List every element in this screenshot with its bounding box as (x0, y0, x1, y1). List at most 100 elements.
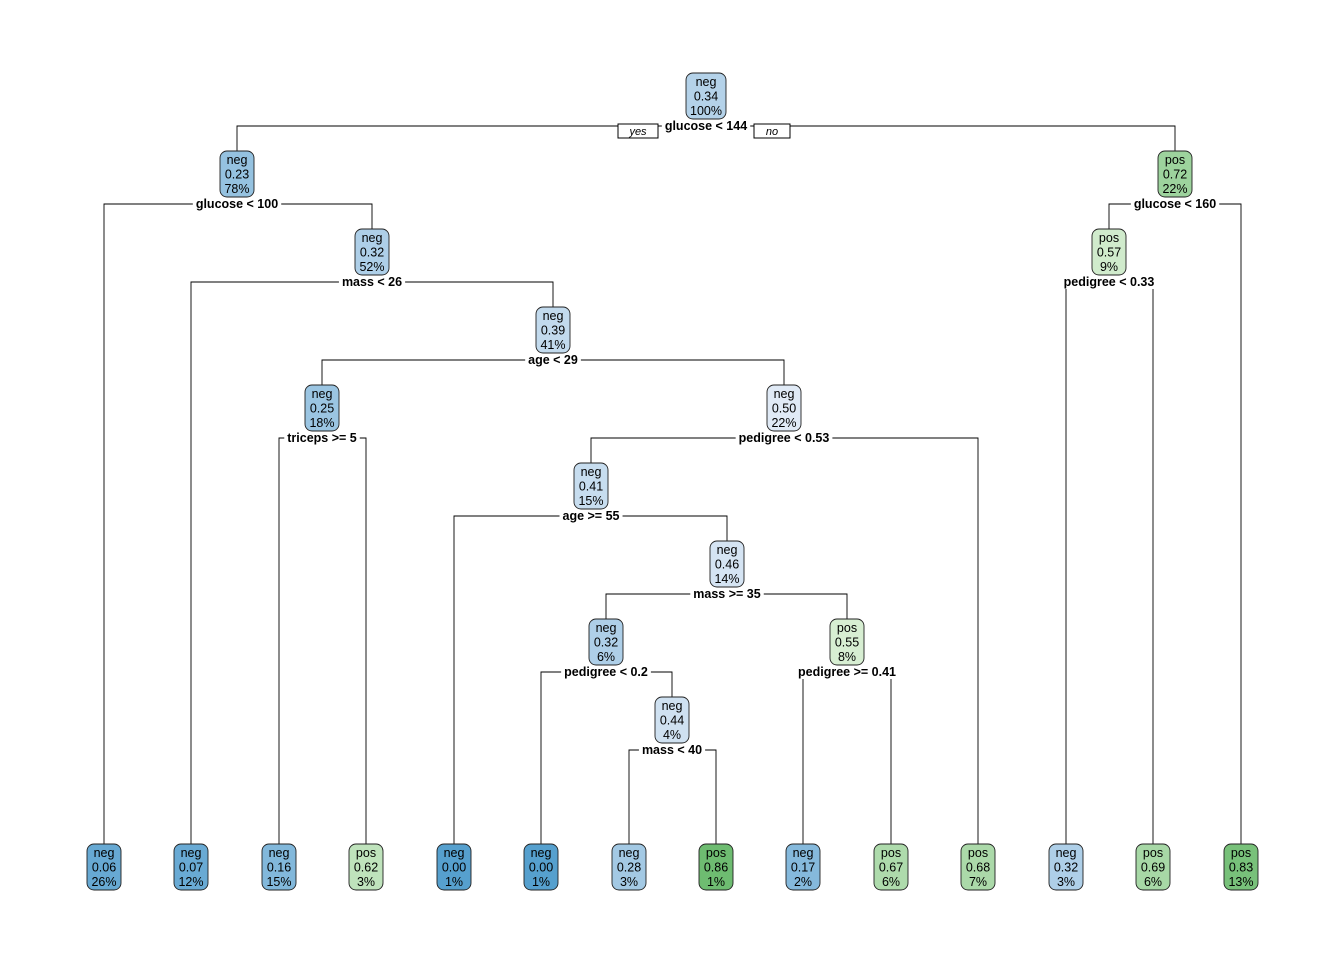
split-label: age < 29 (528, 353, 578, 367)
node-percent: 78% (224, 182, 249, 196)
tree-edge (591, 515, 728, 541)
node-probability: 0.32 (594, 636, 618, 650)
node-box (573, 462, 609, 510)
node-probability: 0.07 (179, 861, 203, 875)
node-box (698, 843, 734, 891)
node-class-label: pos (881, 846, 901, 860)
tree-edge (236, 125, 706, 151)
node-class-label: pos (1099, 231, 1119, 245)
node-probability: 0.41 (579, 480, 603, 494)
node-probability: 0.32 (1054, 861, 1078, 875)
no-tag-box (753, 123, 791, 139)
split-label-bg (559, 509, 623, 523)
node-probability: 0.39 (541, 324, 565, 338)
node-probability: 0.06 (92, 861, 116, 875)
node-class-label: pos (706, 846, 726, 860)
node-probability: 0.00 (529, 861, 553, 875)
tree-edge (372, 281, 554, 307)
split-label-bg (338, 275, 406, 289)
node-percent: 100% (690, 104, 722, 118)
split-label-bg (192, 197, 282, 211)
node-box (1223, 843, 1259, 891)
node-class-label: neg (362, 231, 383, 245)
tree-edge (190, 281, 372, 844)
node-percent: 6% (1144, 875, 1162, 889)
node-class-label: pos (1231, 846, 1251, 860)
node-class-label: neg (181, 846, 202, 860)
node-probability: 0.72 (1163, 168, 1187, 182)
split-label: pedigree >= 0.41 (798, 665, 896, 679)
node-box (709, 540, 745, 588)
split-label: glucose < 160 (1134, 197, 1216, 211)
node-box (523, 843, 559, 891)
node-probability: 0.86 (704, 861, 728, 875)
split-label-bg (525, 353, 581, 367)
tree-edge (847, 671, 892, 844)
tree-edge (103, 203, 237, 844)
node-class-label: neg (444, 846, 465, 860)
yes-tag-box (617, 123, 659, 139)
node-probability: 0.16 (267, 861, 291, 875)
node-percent: 26% (91, 875, 116, 889)
node-box (766, 384, 802, 432)
tree-edge (784, 437, 979, 844)
yes-tag: yes (628, 126, 647, 138)
tree-edge (590, 437, 784, 463)
node-percent: 3% (620, 875, 638, 889)
node-probability: 0.00 (442, 861, 466, 875)
node-class-label: neg (696, 75, 717, 89)
node-box (1157, 150, 1193, 198)
node-percent: 1% (445, 875, 463, 889)
node-probability: 0.62 (354, 861, 378, 875)
node-class-label: neg (619, 846, 640, 860)
node-probability: 0.46 (715, 558, 739, 572)
node-class-label: neg (662, 699, 683, 713)
tree-edge (540, 671, 606, 844)
split-label: glucose < 144 (665, 119, 747, 133)
split-label-bg (1060, 275, 1158, 289)
tree-edge (628, 749, 672, 844)
node-box (173, 843, 209, 891)
split-label: pedigree < 0.33 (1064, 275, 1155, 289)
node-percent: 1% (707, 875, 725, 889)
node-probability: 0.44 (660, 714, 684, 728)
node-class-label: neg (1056, 846, 1077, 860)
split-label: mass < 40 (642, 743, 702, 757)
node-percent: 8% (838, 650, 856, 664)
node-class-label: neg (774, 387, 795, 401)
node-box (535, 306, 571, 354)
node-probability: 0.55 (835, 636, 859, 650)
node-class-label: neg (94, 846, 115, 860)
node-class-label: pos (356, 846, 376, 860)
node-box (960, 843, 996, 891)
node-box (219, 150, 255, 198)
node-probability: 0.69 (1141, 861, 1165, 875)
node-class-label: neg (793, 846, 814, 860)
node-probability: 0.68 (966, 861, 990, 875)
tree-edge (321, 359, 553, 385)
node-class-label: neg (531, 846, 552, 860)
split-label-bg (1130, 197, 1220, 211)
node-percent: 7% (969, 875, 987, 889)
node-box (261, 843, 297, 891)
node-class-label: neg (717, 543, 738, 557)
split-label: mass >= 35 (693, 587, 760, 601)
tree-edge (727, 593, 848, 619)
node-percent: 41% (540, 338, 565, 352)
split-label: age >= 55 (563, 509, 620, 523)
